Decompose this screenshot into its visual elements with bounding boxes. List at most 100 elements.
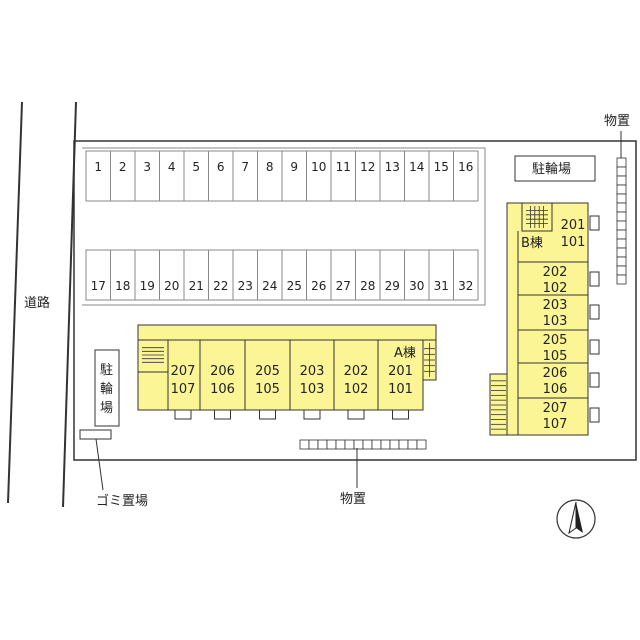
parking-stall: [355, 249, 381, 301]
unit-balcony: [589, 271, 600, 287]
parking-stall-number: 26: [311, 279, 326, 293]
building-a-corridor: [137, 324, 437, 342]
building-b-label: B棟: [521, 236, 543, 251]
parking-stall: [257, 249, 283, 301]
parking-stall: [134, 150, 160, 202]
unit-balcony: [174, 409, 192, 420]
storage-unit: [616, 175, 627, 186]
storage-unit: [616, 238, 627, 249]
storage-unit: [326, 439, 337, 450]
building-b-stair-bottom: [489, 373, 508, 436]
parking-stall-number: 1: [94, 160, 102, 174]
storage-unit: [308, 439, 319, 450]
parking-stall: [281, 249, 307, 301]
building-a-stair-left: [137, 339, 169, 373]
parking-stall-number: 2: [119, 160, 127, 174]
parking-stall-number: 29: [385, 279, 400, 293]
parking-stall: [404, 150, 430, 202]
unit-number-upper: 205: [543, 333, 568, 348]
storage-unit: [317, 439, 328, 450]
storage-unit: [416, 439, 427, 450]
parking-stall-number: 21: [189, 279, 204, 293]
unit-number-lower: 103: [543, 314, 568, 329]
parking-stall-number: 30: [409, 279, 424, 293]
unit-number-lower: 106: [210, 382, 235, 397]
unit-number-upper: 205: [255, 364, 280, 379]
parking-stall: [379, 249, 405, 301]
parking-stall-number: 28: [360, 279, 375, 293]
road-edge-left: [7, 101, 23, 504]
unit-balcony: [214, 409, 231, 420]
parking-stall-number: 12: [360, 160, 375, 174]
storage-unit: [616, 202, 627, 213]
parking-stall: [208, 249, 234, 301]
unit-number-upper: 207: [543, 401, 568, 416]
unit-number-upper: 203: [543, 298, 568, 313]
unit-balcony: [589, 304, 600, 320]
unit-number-lower: 101: [388, 382, 413, 397]
storage-unit: [616, 274, 627, 285]
parking-stall: [183, 249, 209, 301]
unit-balcony: [589, 407, 600, 423]
unit-number-upper: 206: [543, 366, 568, 381]
bike-parking-left-char-1: 駐: [100, 363, 113, 378]
unit-number-upper: 207: [171, 364, 196, 379]
parking-stall-number: 14: [409, 160, 424, 174]
unit-balcony: [303, 409, 321, 420]
unit-balcony: [392, 409, 409, 420]
parking-stall: [85, 249, 111, 301]
parking-stall: [453, 249, 479, 301]
parking-stall: [159, 249, 185, 301]
parking-stall: [355, 150, 381, 202]
parking-stall: [183, 150, 209, 202]
parking-stall: [159, 150, 185, 202]
bike-parking-left-char-2: 輪: [100, 381, 113, 397]
unit-balcony: [589, 339, 600, 355]
unit-number-upper: 203: [300, 364, 325, 379]
storage-unit: [616, 256, 627, 267]
parking-stall-number: 3: [143, 160, 151, 174]
unit-number-upper: 201: [388, 364, 413, 379]
storage-unit: [616, 229, 627, 240]
storage-unit: [398, 439, 409, 450]
unit-balcony: [589, 215, 600, 231]
storage-unit: [344, 439, 355, 450]
unit-balcony: [259, 409, 276, 420]
bike-parking-left-char-3: 場: [100, 401, 113, 416]
building-a-stair-right-steps: [424, 343, 435, 377]
parking-stall: [110, 249, 136, 301]
unit-number-upper: 201: [561, 218, 586, 233]
unit-number-lower: 103: [300, 382, 325, 397]
north-arrow-icon: [556, 499, 596, 539]
storage-unit: [353, 439, 364, 450]
parking-stall-number: 18: [115, 279, 130, 293]
parking-stall: [208, 150, 234, 202]
parking-stall-number: 23: [238, 279, 253, 293]
unit-number-upper: 206: [210, 364, 235, 379]
garbage-leader: [95, 438, 104, 491]
parking-stall-number: 9: [290, 160, 298, 174]
parking-stall-number: 24: [262, 279, 277, 293]
storage-unit: [362, 439, 373, 450]
parking-stall: [330, 249, 356, 301]
parking-stall: [428, 150, 454, 202]
parking-stall: [85, 150, 111, 202]
building-b-stair-top-steps: [526, 206, 548, 228]
storage-unit: [299, 439, 310, 450]
storage-unit: [616, 211, 627, 222]
storage-bottom-label: 物置: [340, 492, 366, 507]
bike-parking-top-box: [514, 155, 596, 182]
parking-stall-number: 10: [311, 160, 326, 174]
bike-parking-top-label: 駐輪場: [532, 161, 571, 177]
unit-number-lower: 107: [543, 417, 568, 432]
storage-top-right-label: 物置: [604, 114, 630, 129]
parking-stall-number: 8: [266, 160, 274, 174]
unit-number-lower: 102: [543, 281, 568, 296]
garbage-area: [79, 429, 112, 440]
building-a-label: A棟: [394, 346, 416, 361]
parking-stall-number: 13: [385, 160, 400, 174]
parking-stall-number: 27: [336, 279, 351, 293]
